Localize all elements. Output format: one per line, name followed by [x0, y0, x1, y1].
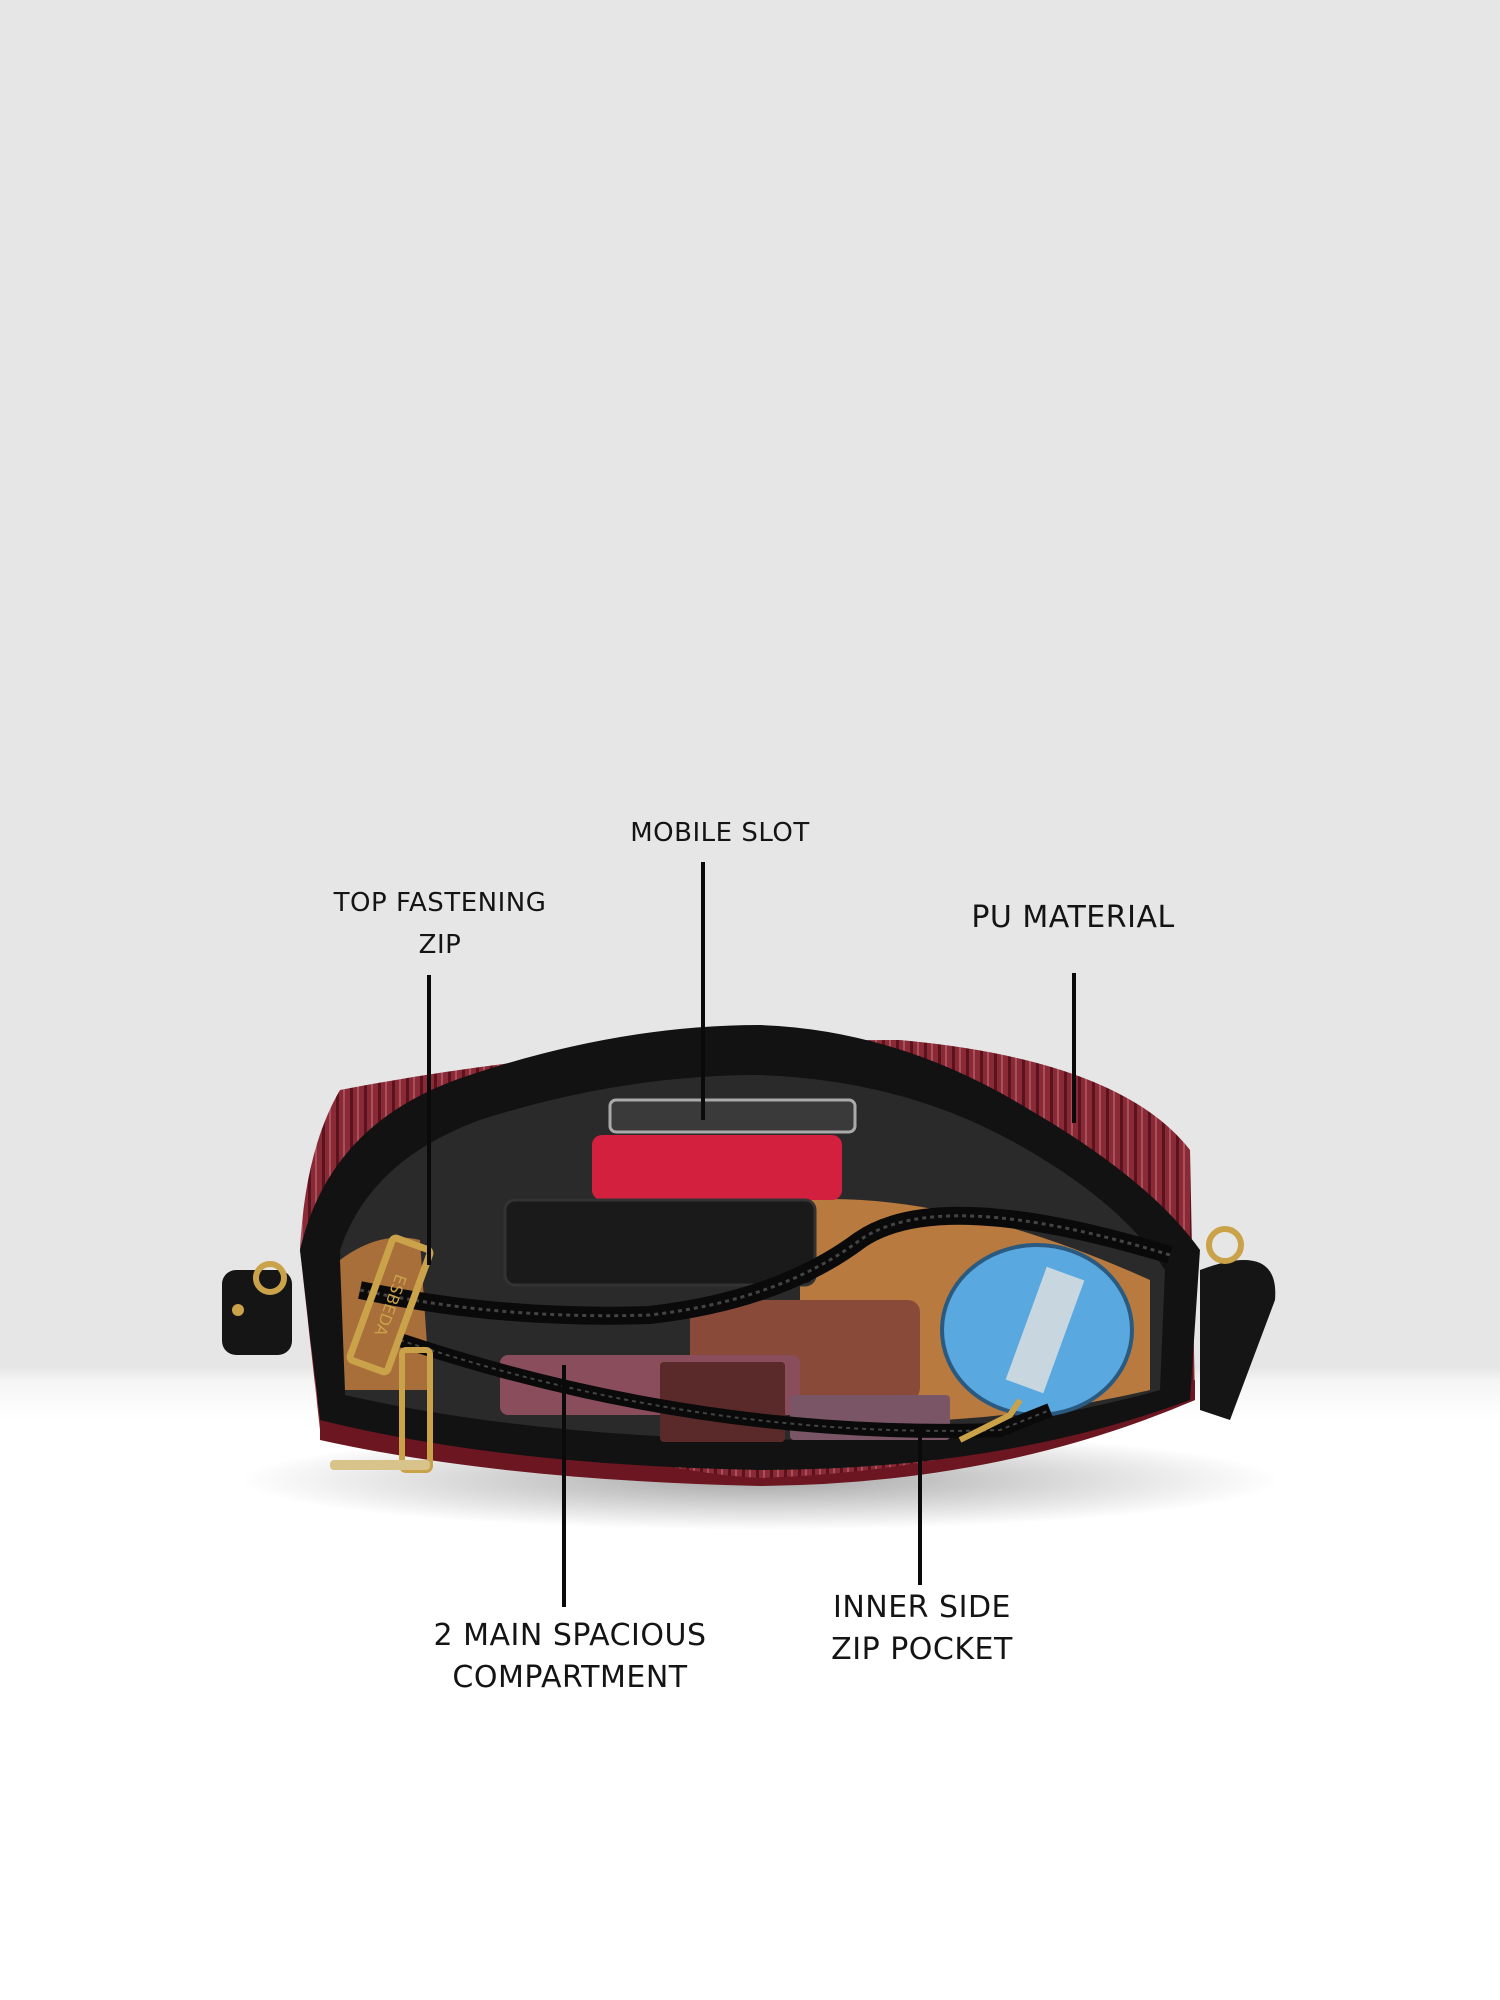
phone	[608, 1098, 857, 1134]
label-text: PU MATERIAL	[971, 900, 1175, 935]
label-text: ZIP	[418, 930, 462, 960]
callout-line-mobile-slot	[701, 862, 705, 1120]
label-pu-material: PU MATERIAL	[971, 897, 1174, 939]
zip-pull-inner	[958, 1398, 1023, 1443]
callout-line-compartment	[562, 1365, 566, 1607]
label-text: ZIP POCKET	[831, 1632, 1013, 1667]
label-top-fastening-zip: TOP FASTENING ZIP	[334, 882, 547, 966]
label-text: MOBILE SLOT	[630, 818, 810, 848]
label-inner-zip-pocket: INNER SIDE ZIP POCKET	[831, 1587, 1013, 1671]
label-main-compartment: 2 MAIN SPACIOUS COMPARTMENT	[434, 1615, 707, 1699]
red-case	[592, 1135, 842, 1200]
black-box	[503, 1198, 817, 1287]
callout-line-top-zip	[427, 975, 431, 1265]
perfume	[660, 1362, 785, 1442]
label-text: COMPARTMENT	[452, 1660, 688, 1695]
callout-line-inner-zip	[918, 1428, 922, 1585]
zip-pull-2	[330, 1347, 433, 1473]
label-text: TOP FASTENING	[333, 888, 547, 918]
label-mobile-slot: MOBILE SLOT	[630, 812, 810, 854]
strap-right	[1200, 1226, 1276, 1420]
label-text: INNER SIDE	[832, 1590, 1012, 1625]
label-text: 2 MAIN SPACIOUS	[433, 1618, 707, 1653]
callout-line-pu-material	[1072, 973, 1076, 1123]
strap-left	[222, 1261, 292, 1355]
